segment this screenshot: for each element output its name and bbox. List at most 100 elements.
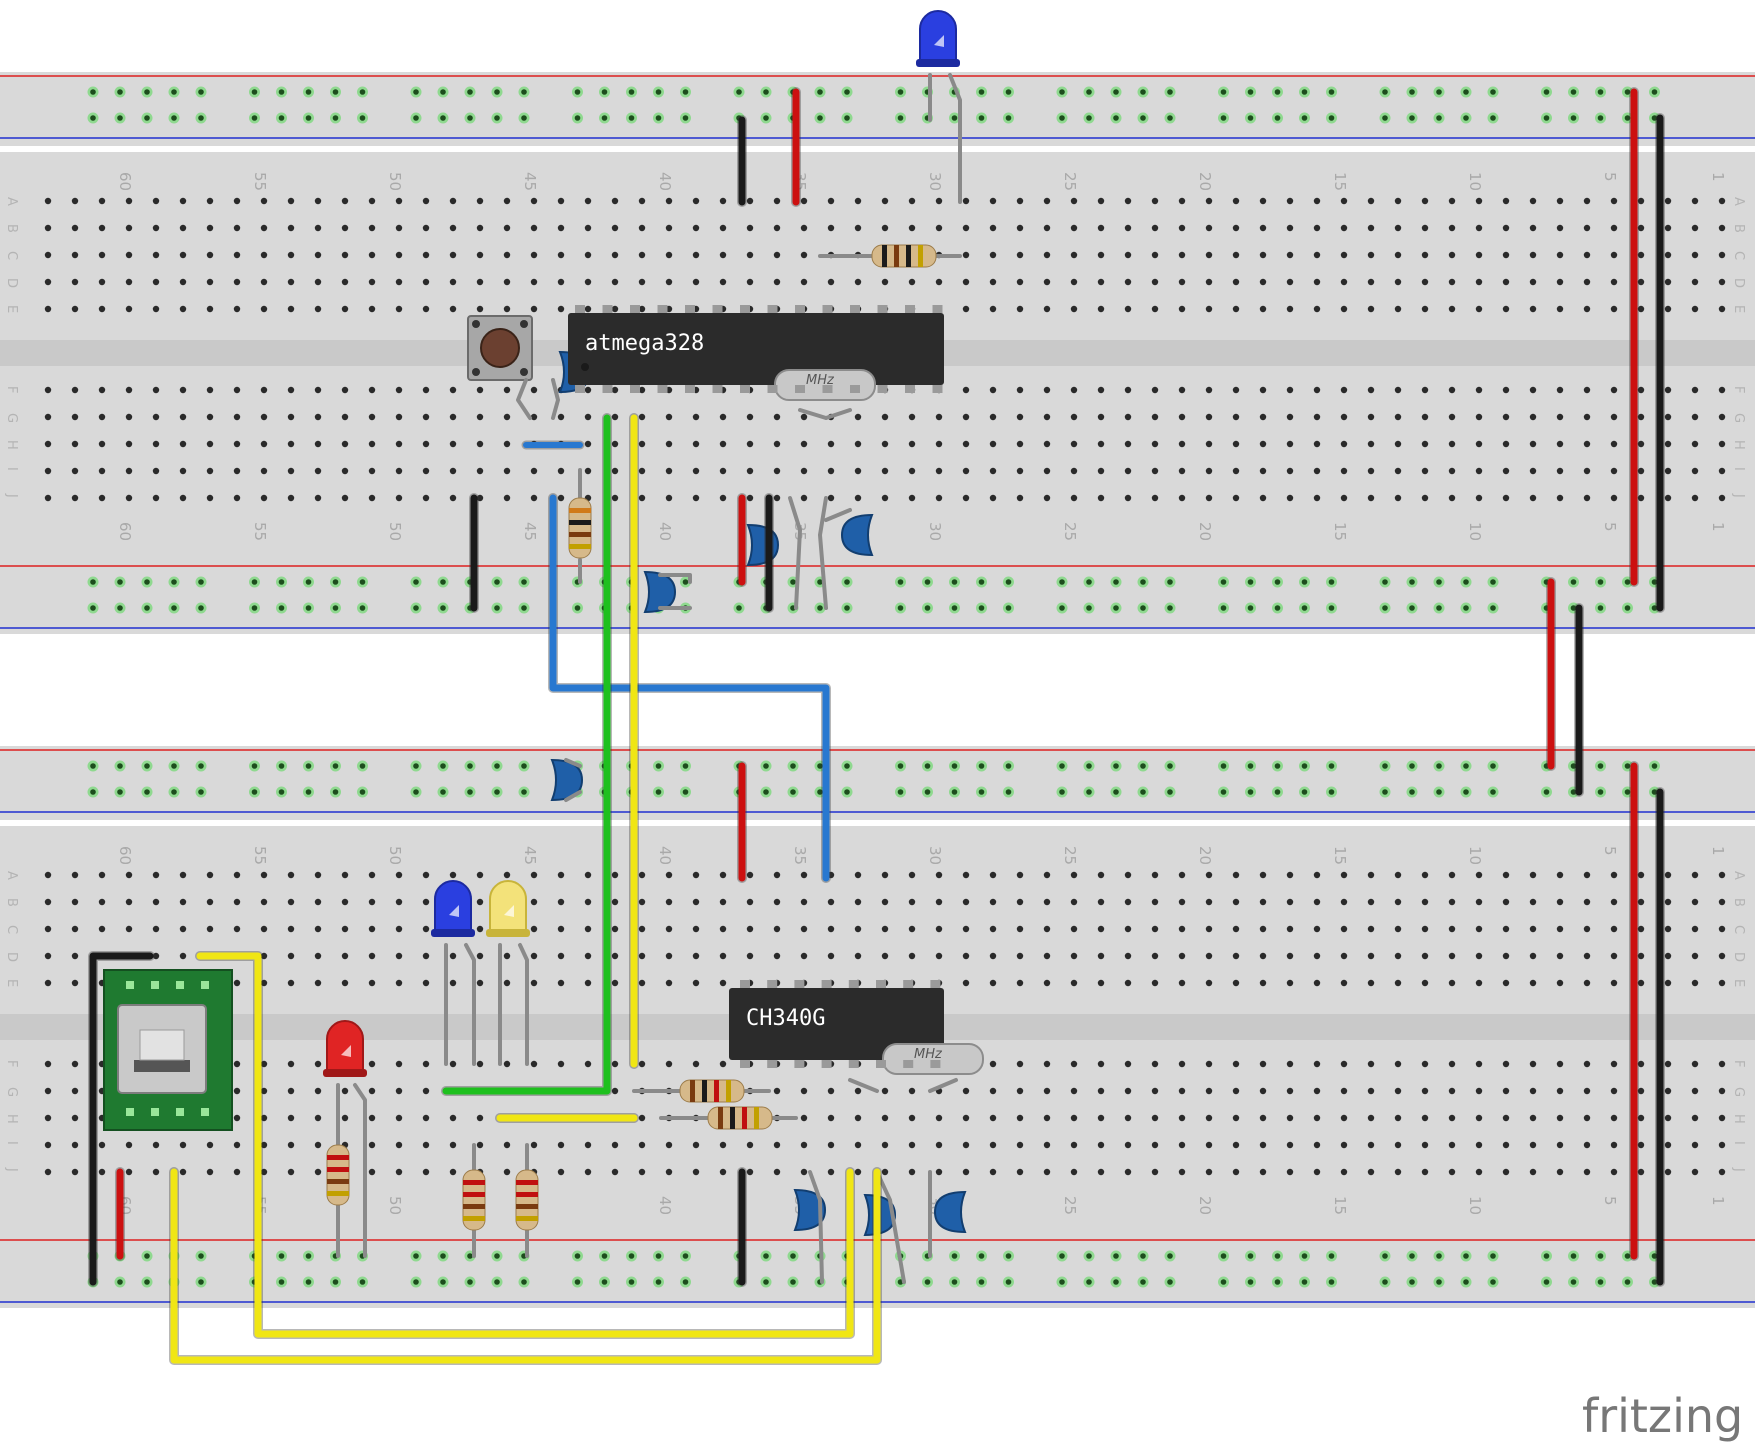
terminal-hole: [1583, 467, 1591, 475]
terminal-hole: [44, 467, 52, 475]
terminal-hole: [1016, 413, 1024, 421]
terminal-hole: [1718, 979, 1726, 987]
terminal-hole: [1718, 1060, 1726, 1068]
terminal-hole: [260, 952, 268, 960]
terminal-hole: [1313, 305, 1321, 313]
terminal-hole: [152, 413, 160, 421]
terminal-hole: [341, 251, 349, 259]
terminal-hole: [1529, 952, 1537, 960]
terminal-hole: [260, 224, 268, 232]
terminal-hole: [1286, 1060, 1294, 1068]
tact-switch: [467, 315, 533, 381]
terminal-hole: [71, 386, 79, 394]
column-number: 20: [1196, 846, 1214, 865]
terminal-hole: [125, 440, 133, 448]
terminal-hole: [719, 952, 727, 960]
terminal-hole: [1043, 413, 1051, 421]
terminal-hole: [530, 197, 538, 205]
terminal-hole: [557, 494, 565, 502]
terminal-hole: [422, 979, 430, 987]
row-letter: J: [4, 1167, 19, 1172]
terminal-hole: [530, 224, 538, 232]
chip-pin: [712, 305, 723, 313]
terminal-hole: [935, 871, 943, 879]
terminal-hole: [908, 871, 916, 879]
terminal-hole: [44, 898, 52, 906]
terminal-hole: [1178, 467, 1186, 475]
terminal-hole: [314, 1114, 322, 1122]
terminal-hole: [125, 871, 133, 879]
terminal-hole: [584, 1060, 592, 1068]
column-number: 50: [386, 522, 404, 541]
terminal-hole: [935, 440, 943, 448]
terminal-hole: [1502, 224, 1510, 232]
chip-pin: [602, 305, 613, 313]
chip-pin: [795, 385, 805, 393]
terminal-hole: [665, 898, 673, 906]
terminal-hole: [503, 1141, 511, 1149]
terminal-hole: [1286, 979, 1294, 987]
terminal-hole: [1664, 224, 1672, 232]
terminal-hole: [314, 1168, 322, 1176]
terminal-hole: [989, 494, 997, 502]
terminal-hole: [854, 494, 862, 502]
terminal-hole: [1421, 413, 1429, 421]
terminal-hole: [1340, 1060, 1348, 1068]
terminal-hole: [476, 952, 484, 960]
terminal-hole: [1556, 898, 1564, 906]
terminal-hole: [773, 1168, 781, 1176]
terminal-hole: [584, 224, 592, 232]
terminal-hole: [1556, 952, 1564, 960]
terminal-hole: [935, 925, 943, 933]
terminal-hole: [71, 467, 79, 475]
atmega328-chip: atmega328: [568, 313, 944, 385]
terminal-hole: [1556, 1060, 1564, 1068]
terminal-hole: [611, 413, 619, 421]
terminal-hole: [152, 1168, 160, 1176]
terminal-hole: [692, 494, 700, 502]
terminal-hole: [341, 494, 349, 502]
terminal-hole: [638, 251, 646, 259]
terminal-hole: [395, 251, 403, 259]
terminal-hole: [1556, 197, 1564, 205]
terminal-hole: [287, 1060, 295, 1068]
terminal-hole: [1502, 305, 1510, 313]
terminal-hole: [341, 952, 349, 960]
terminal-hole: [1367, 413, 1375, 421]
terminal-hole: [1313, 1060, 1321, 1068]
terminal-hole: [287, 440, 295, 448]
terminal-hole: [1043, 224, 1051, 232]
terminal-hole: [1151, 1141, 1159, 1149]
terminal-hole: [611, 494, 619, 502]
row-letter: D: [4, 278, 19, 288]
terminal-hole: [881, 1087, 889, 1095]
terminal-hole: [1259, 952, 1267, 960]
terminal-hole: [368, 1087, 376, 1095]
terminal-hole: [395, 278, 403, 286]
terminal-hole: [773, 871, 781, 879]
terminal-hole: [206, 386, 214, 394]
terminal-hole: [584, 1141, 592, 1149]
terminal-hole: [1691, 898, 1699, 906]
terminal-hole: [260, 494, 268, 502]
terminal-hole: [962, 305, 970, 313]
terminal-hole: [881, 467, 889, 475]
terminal-hole: [800, 952, 808, 960]
terminal-hole: [71, 440, 79, 448]
terminal-hole: [1583, 197, 1591, 205]
terminal-hole: [98, 1168, 106, 1176]
terminal-hole: [260, 1087, 268, 1095]
terminal-hole: [1313, 1141, 1321, 1149]
terminal-hole: [1070, 413, 1078, 421]
terminal-hole: [1151, 979, 1159, 987]
terminal-hole: [1124, 494, 1132, 502]
terminal-hole: [287, 197, 295, 205]
terminal-hole: [233, 278, 241, 286]
terminal-hole: [827, 952, 835, 960]
chip-pin: [685, 385, 695, 393]
terminal-hole: [800, 224, 808, 232]
terminal-hole: [1502, 440, 1510, 448]
crystal-bottom-label: MHz: [914, 1047, 943, 1062]
terminal-hole: [800, 898, 808, 906]
terminal-hole: [800, 925, 808, 933]
